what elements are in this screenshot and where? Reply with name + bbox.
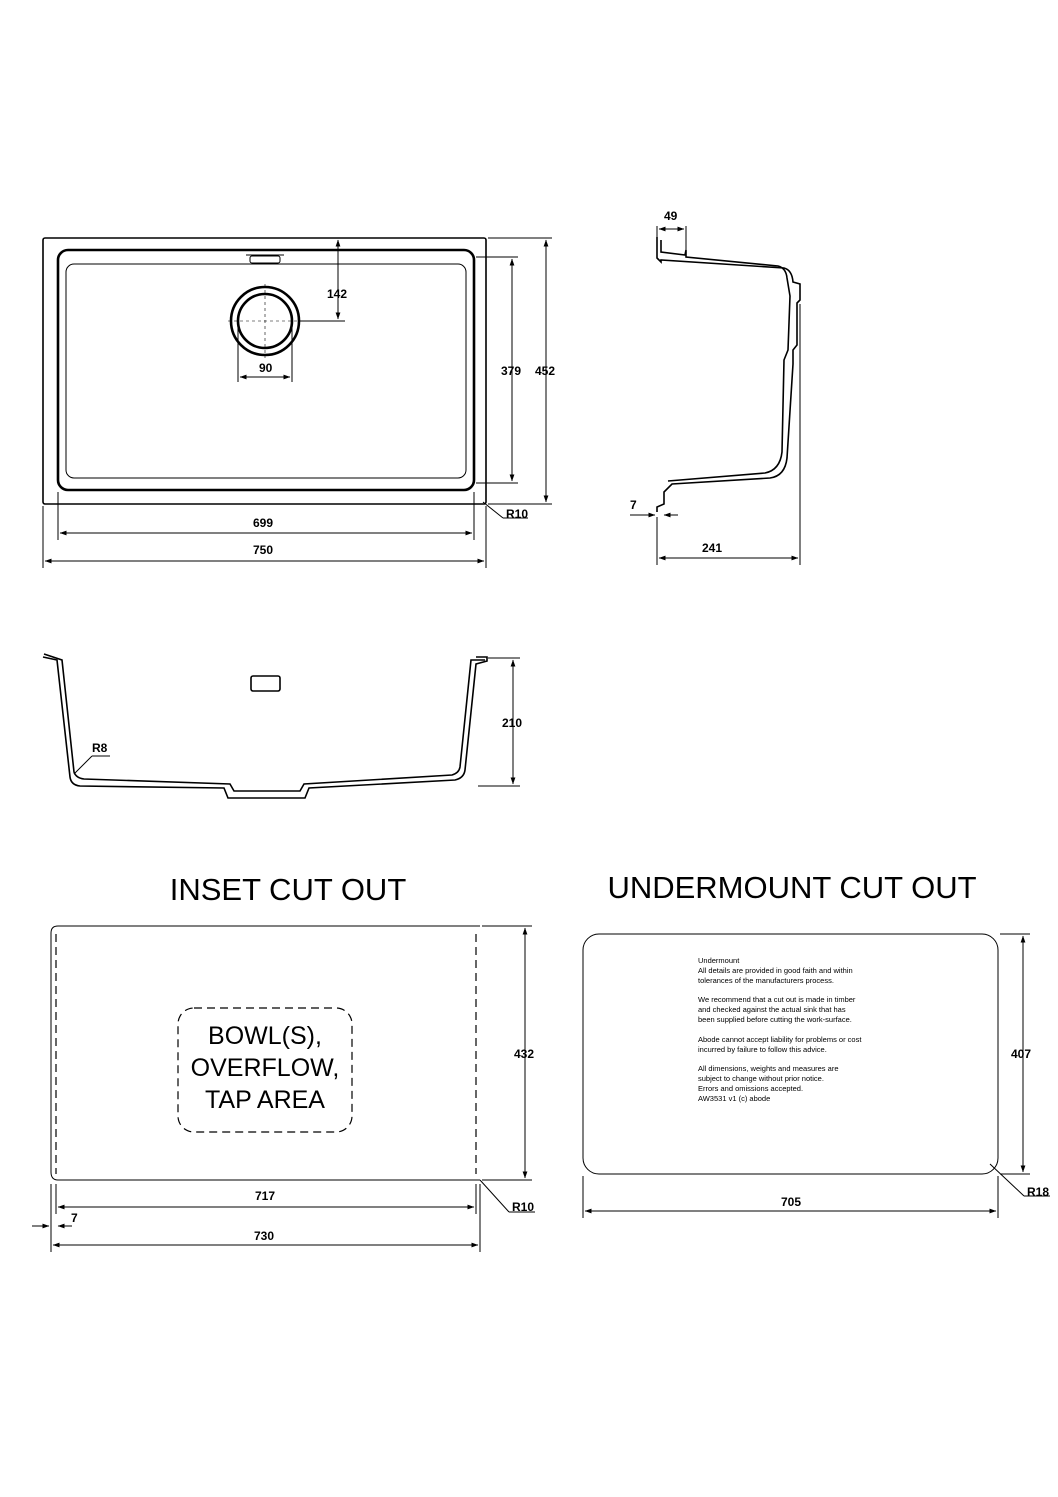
undermount-cutout-title: UNDERMOUNT CUT OUT bbox=[607, 870, 976, 905]
undermount-cutout: UNDERMOUNT CUT OUT Undermount All detail… bbox=[582, 870, 1050, 1218]
waste-inner-icon bbox=[236, 292, 294, 350]
dim-depth: 241 bbox=[702, 541, 722, 555]
inset-cutout-title: INSET CUT OUT bbox=[170, 872, 407, 907]
tap-area-zone bbox=[177, 1007, 353, 1133]
dim-flange: 49 bbox=[664, 209, 678, 223]
side-profile-outer bbox=[656, 237, 801, 512]
dim-overall-depth: 452 bbox=[535, 364, 555, 378]
dim-corner-radius: R10 bbox=[506, 507, 528, 521]
note-line-5: and checked against the actual sink that… bbox=[698, 1005, 846, 1014]
dim-inset-corner-radius: R10 bbox=[512, 1200, 534, 1214]
note-line-12: AW3531 v1 (c) abode bbox=[698, 1094, 770, 1103]
note-line-9: All dimensions, weights and measures are bbox=[698, 1064, 839, 1073]
dim-inset-width: 730 bbox=[254, 1229, 274, 1243]
dim-bowl-depth: 379 bbox=[501, 364, 521, 378]
zone-label-line-3: TAP AREA bbox=[205, 1086, 325, 1114]
undermount-outline bbox=[582, 933, 999, 1175]
front-overflow-slot bbox=[250, 675, 281, 692]
dim-overall-width: 750 bbox=[253, 543, 273, 557]
side-profile-inner bbox=[660, 240, 791, 482]
inset-outline bbox=[50, 925, 480, 1181]
dim-waste-offset: 142 bbox=[327, 287, 347, 301]
note-line-2: All details are provided in good faith a… bbox=[698, 966, 853, 975]
note-line-8: incurred by failure to follow this advic… bbox=[698, 1045, 827, 1054]
dim-lip: 7 bbox=[630, 498, 637, 512]
overflow-slot bbox=[249, 255, 281, 264]
leader-r10-inset bbox=[479, 1179, 510, 1213]
plan-view: 142 90 379 452 R10 699 750 bbox=[42, 237, 555, 568]
dim-undermount-width: 705 bbox=[781, 1195, 801, 1209]
note-line-10: subject to change without prior notice. bbox=[698, 1074, 824, 1083]
dim-undermount-corner-radius: R18 bbox=[1027, 1185, 1049, 1199]
front-profile-inner bbox=[43, 653, 485, 792]
note-line-4: We recommend that a cut out is made in t… bbox=[698, 995, 856, 1004]
note-line-6: been supplied before cutting the work-su… bbox=[698, 1015, 852, 1024]
leader-r18 bbox=[989, 1163, 1025, 1197]
plan-flange-inner bbox=[56, 248, 476, 492]
note-line-3: tolerances of the manufacturers process. bbox=[698, 976, 834, 985]
front-section: 210 R8 bbox=[42, 653, 522, 799]
front-profile-outer bbox=[42, 656, 488, 799]
note-line-11: Errors and omissions accepted. bbox=[698, 1084, 803, 1093]
dim-inner-radius: R8 bbox=[92, 741, 108, 755]
zone-label-line-1: BOWL(S), bbox=[208, 1022, 322, 1050]
dim-height: 210 bbox=[502, 716, 522, 730]
side-section: 49 7 241 bbox=[630, 209, 801, 565]
note-line-1: Undermount bbox=[698, 956, 740, 965]
dim-waste-diameter: 90 bbox=[259, 361, 273, 375]
dim-inset-offset: 7 bbox=[71, 1211, 78, 1225]
leader-r10-plan bbox=[482, 501, 504, 519]
inset-cutout: INSET CUT OUT BOWL(S), OVERFLOW, TAP ARE… bbox=[32, 872, 535, 1252]
dim-bowl-width: 699 bbox=[253, 516, 273, 530]
dim-inset-inner-width: 717 bbox=[255, 1189, 275, 1203]
undermount-notes: Undermount All details are provided in g… bbox=[698, 956, 862, 1103]
plan-bowl bbox=[65, 263, 467, 479]
note-line-7: Abode cannot accept liability for proble… bbox=[698, 1035, 862, 1044]
dim-inset-height: 432 bbox=[514, 1047, 534, 1061]
plan-outer-rim bbox=[42, 237, 487, 505]
zone-label-line-2: OVERFLOW, bbox=[191, 1054, 340, 1082]
dim-undermount-height: 407 bbox=[1011, 1047, 1031, 1061]
